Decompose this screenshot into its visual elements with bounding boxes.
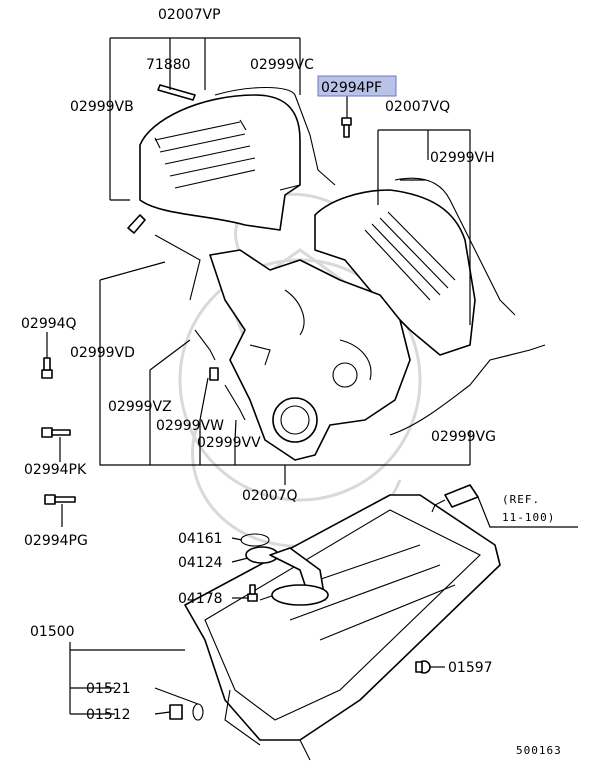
label-02999vh[interactable]: 02999VH <box>430 150 495 166</box>
gasket-02999vg[interactable] <box>389 344 546 436</box>
label-02994q[interactable]: 02994Q <box>21 316 77 332</box>
label-02007vp[interactable]: 02007VP <box>158 7 221 23</box>
gasket-02999vc[interactable] <box>214 86 336 186</box>
label-02999vv[interactable]: 02999VV <box>197 435 261 451</box>
label-02007q[interactable]: 02007Q <box>242 488 298 504</box>
label-02999vw[interactable]: 02999VW <box>156 418 224 434</box>
drain-plug-01512[interactable] <box>169 704 183 720</box>
upper-timing-cover[interactable] <box>139 94 301 231</box>
seal-02999vb[interactable] <box>127 214 146 234</box>
label-01521[interactable]: 01521 <box>86 681 131 697</box>
front-timing-cover[interactable] <box>314 189 476 356</box>
rear-timing-plate[interactable] <box>209 249 411 461</box>
label-02994pg[interactable]: 02994PG <box>24 533 88 549</box>
label-02999vd[interactable]: 02999VD <box>70 345 135 361</box>
label-02999vg[interactable]: 02999VG <box>431 429 496 445</box>
label-02999vc[interactable]: 02999VC <box>250 57 314 73</box>
leader-lines <box>46 37 578 715</box>
label-01597[interactable]: 01597 <box>448 660 493 676</box>
part-labels: 02007VP 71880 02999VC 02994PF 02999VB 02… <box>21 7 562 757</box>
seal-02999vv[interactable] <box>224 384 246 421</box>
label-04178[interactable]: 04178 <box>178 591 223 607</box>
bolt-02994q[interactable] <box>41 357 53 379</box>
seal-strip-71880[interactable] <box>157 84 196 101</box>
label-ref-1: (REF. <box>502 493 540 506</box>
label-ref-2: 11-100) <box>502 511 555 524</box>
seal-02999vz[interactable] <box>194 329 216 361</box>
highlight-box <box>317 75 397 97</box>
label-01500[interactable]: 01500 <box>30 624 75 640</box>
label-02999vb[interactable]: 02999VB <box>70 99 134 115</box>
label-02999vz[interactable]: 02999VZ <box>108 399 172 415</box>
label-02994pk[interactable]: 02994PK <box>24 462 87 478</box>
label-01512[interactable]: 01512 <box>86 707 131 723</box>
bolt-02994pg[interactable] <box>44 494 76 505</box>
seal-02999ww[interactable] <box>209 367 219 381</box>
bolt-02994pf[interactable] <box>341 117 352 138</box>
bolt-02994pk[interactable] <box>41 427 71 438</box>
bolt-01597[interactable] <box>415 660 431 674</box>
label-71880[interactable]: 71880 <box>146 57 191 73</box>
bolt-04178[interactable] <box>247 584 258 602</box>
label-04124[interactable]: 04124 <box>178 555 223 571</box>
seal-02999vd[interactable] <box>154 234 201 301</box>
label-02007vq[interactable]: 02007VQ <box>385 99 450 115</box>
label-04161[interactable]: 04161 <box>178 531 223 547</box>
gasket-01521[interactable] <box>192 703 204 721</box>
oil-strainer[interactable] <box>245 546 329 606</box>
diagram-number: 500163 <box>516 744 562 757</box>
oil-pan[interactable] <box>184 494 501 761</box>
label-02994pf[interactable]: 02994PF <box>321 80 382 96</box>
